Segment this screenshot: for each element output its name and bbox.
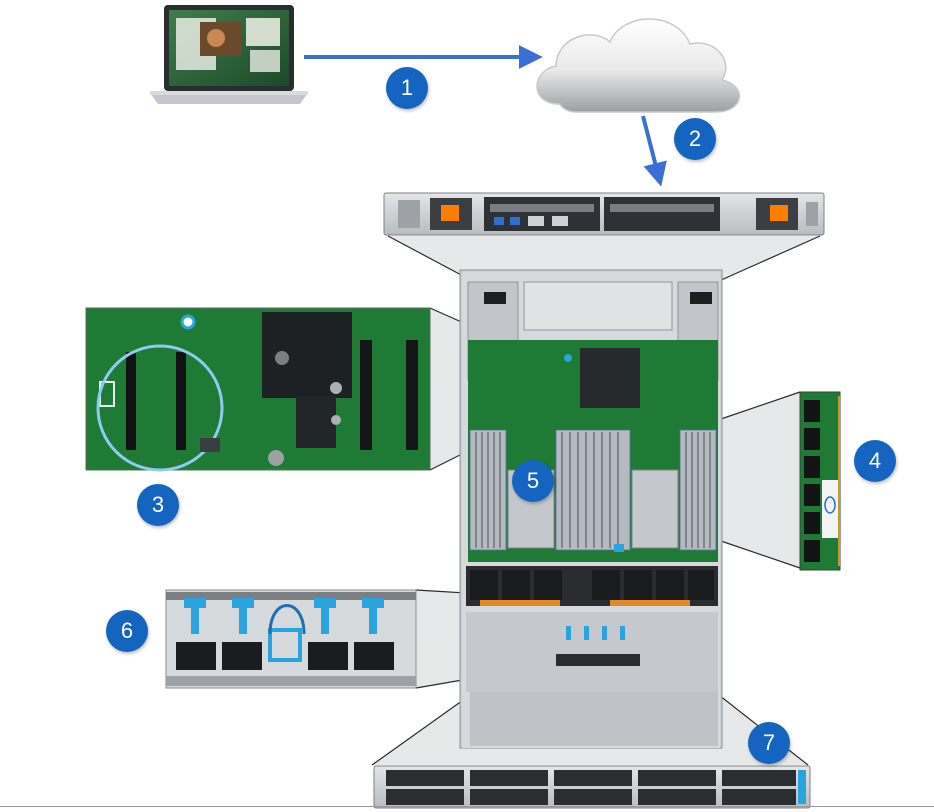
callout-4: 4 <box>854 440 896 482</box>
zoom-wedge-dimm <box>718 392 800 568</box>
callout-7: 7 <box>748 722 790 764</box>
highlight-ring <box>96 344 224 472</box>
server-rear-panel-icon <box>383 192 825 236</box>
callout-5: 5 <box>512 460 554 502</box>
memory-module-icon <box>799 391 841 571</box>
bottom-divider <box>0 806 934 807</box>
flow-arrows <box>304 45 667 187</box>
arrow-cloud-to-server <box>641 115 667 187</box>
callout-1: 1 <box>386 67 428 109</box>
server-front-panel-icon <box>373 765 811 809</box>
callout-2: 2 <box>674 118 716 160</box>
callout-3: 3 <box>137 484 179 526</box>
cloud-icon <box>536 18 741 113</box>
fan-row <box>466 566 718 606</box>
callout-6: 6 <box>106 610 148 652</box>
server-chassis-top-icon <box>459 269 723 749</box>
laptop-icon <box>150 5 308 104</box>
fan-assembly-icon <box>165 589 417 689</box>
motherboard-closeup-icon <box>85 307 431 472</box>
